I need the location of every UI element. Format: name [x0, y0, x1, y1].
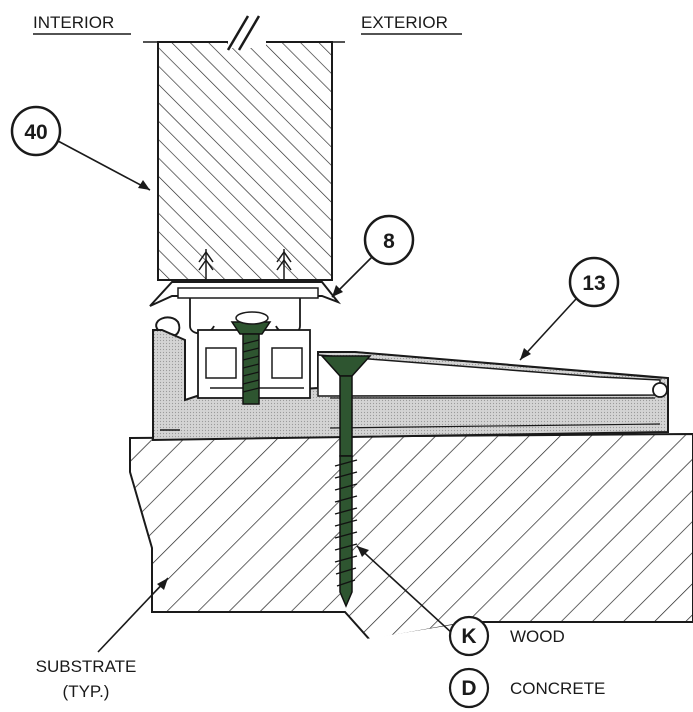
substrate [129, 432, 693, 664]
fastener-legend: K WOOD D CONCRETE [448, 615, 605, 709]
substrate-callout: SUBSTRATE (TYP.) [36, 577, 169, 701]
sill-profile [152, 316, 669, 442]
substrate-label-line2: (TYP.) [63, 682, 110, 701]
callout-40-text: 40 [24, 121, 47, 144]
legend-label-concrete: CONCRETE [510, 679, 605, 698]
fastener-leader-line [356, 545, 466, 646]
interior-heading: INTERIOR [33, 13, 114, 32]
legend-row-wood: K WOOD [448, 615, 565, 657]
anchor-fastener [320, 355, 372, 608]
callout-8-text: 8 [383, 230, 395, 253]
legend-row-concrete: D CONCRETE [448, 667, 605, 709]
adjustment-screw [230, 311, 272, 405]
legend-code-d: D [461, 677, 476, 700]
exterior-heading: EXTERIOR [361, 13, 448, 32]
callout-13: 13 [519, 256, 620, 361]
door-panel [143, 15, 345, 282]
fastener-leader-arrow [357, 546, 369, 557]
legend-label-wood: WOOD [510, 627, 565, 646]
substrate-label-line1: SUBSTRATE [36, 657, 137, 676]
callout-8: 8 [331, 214, 415, 298]
legend-code-k: K [461, 625, 476, 648]
callout-13-text: 13 [582, 272, 605, 295]
callout-40: 40 [10, 105, 151, 191]
